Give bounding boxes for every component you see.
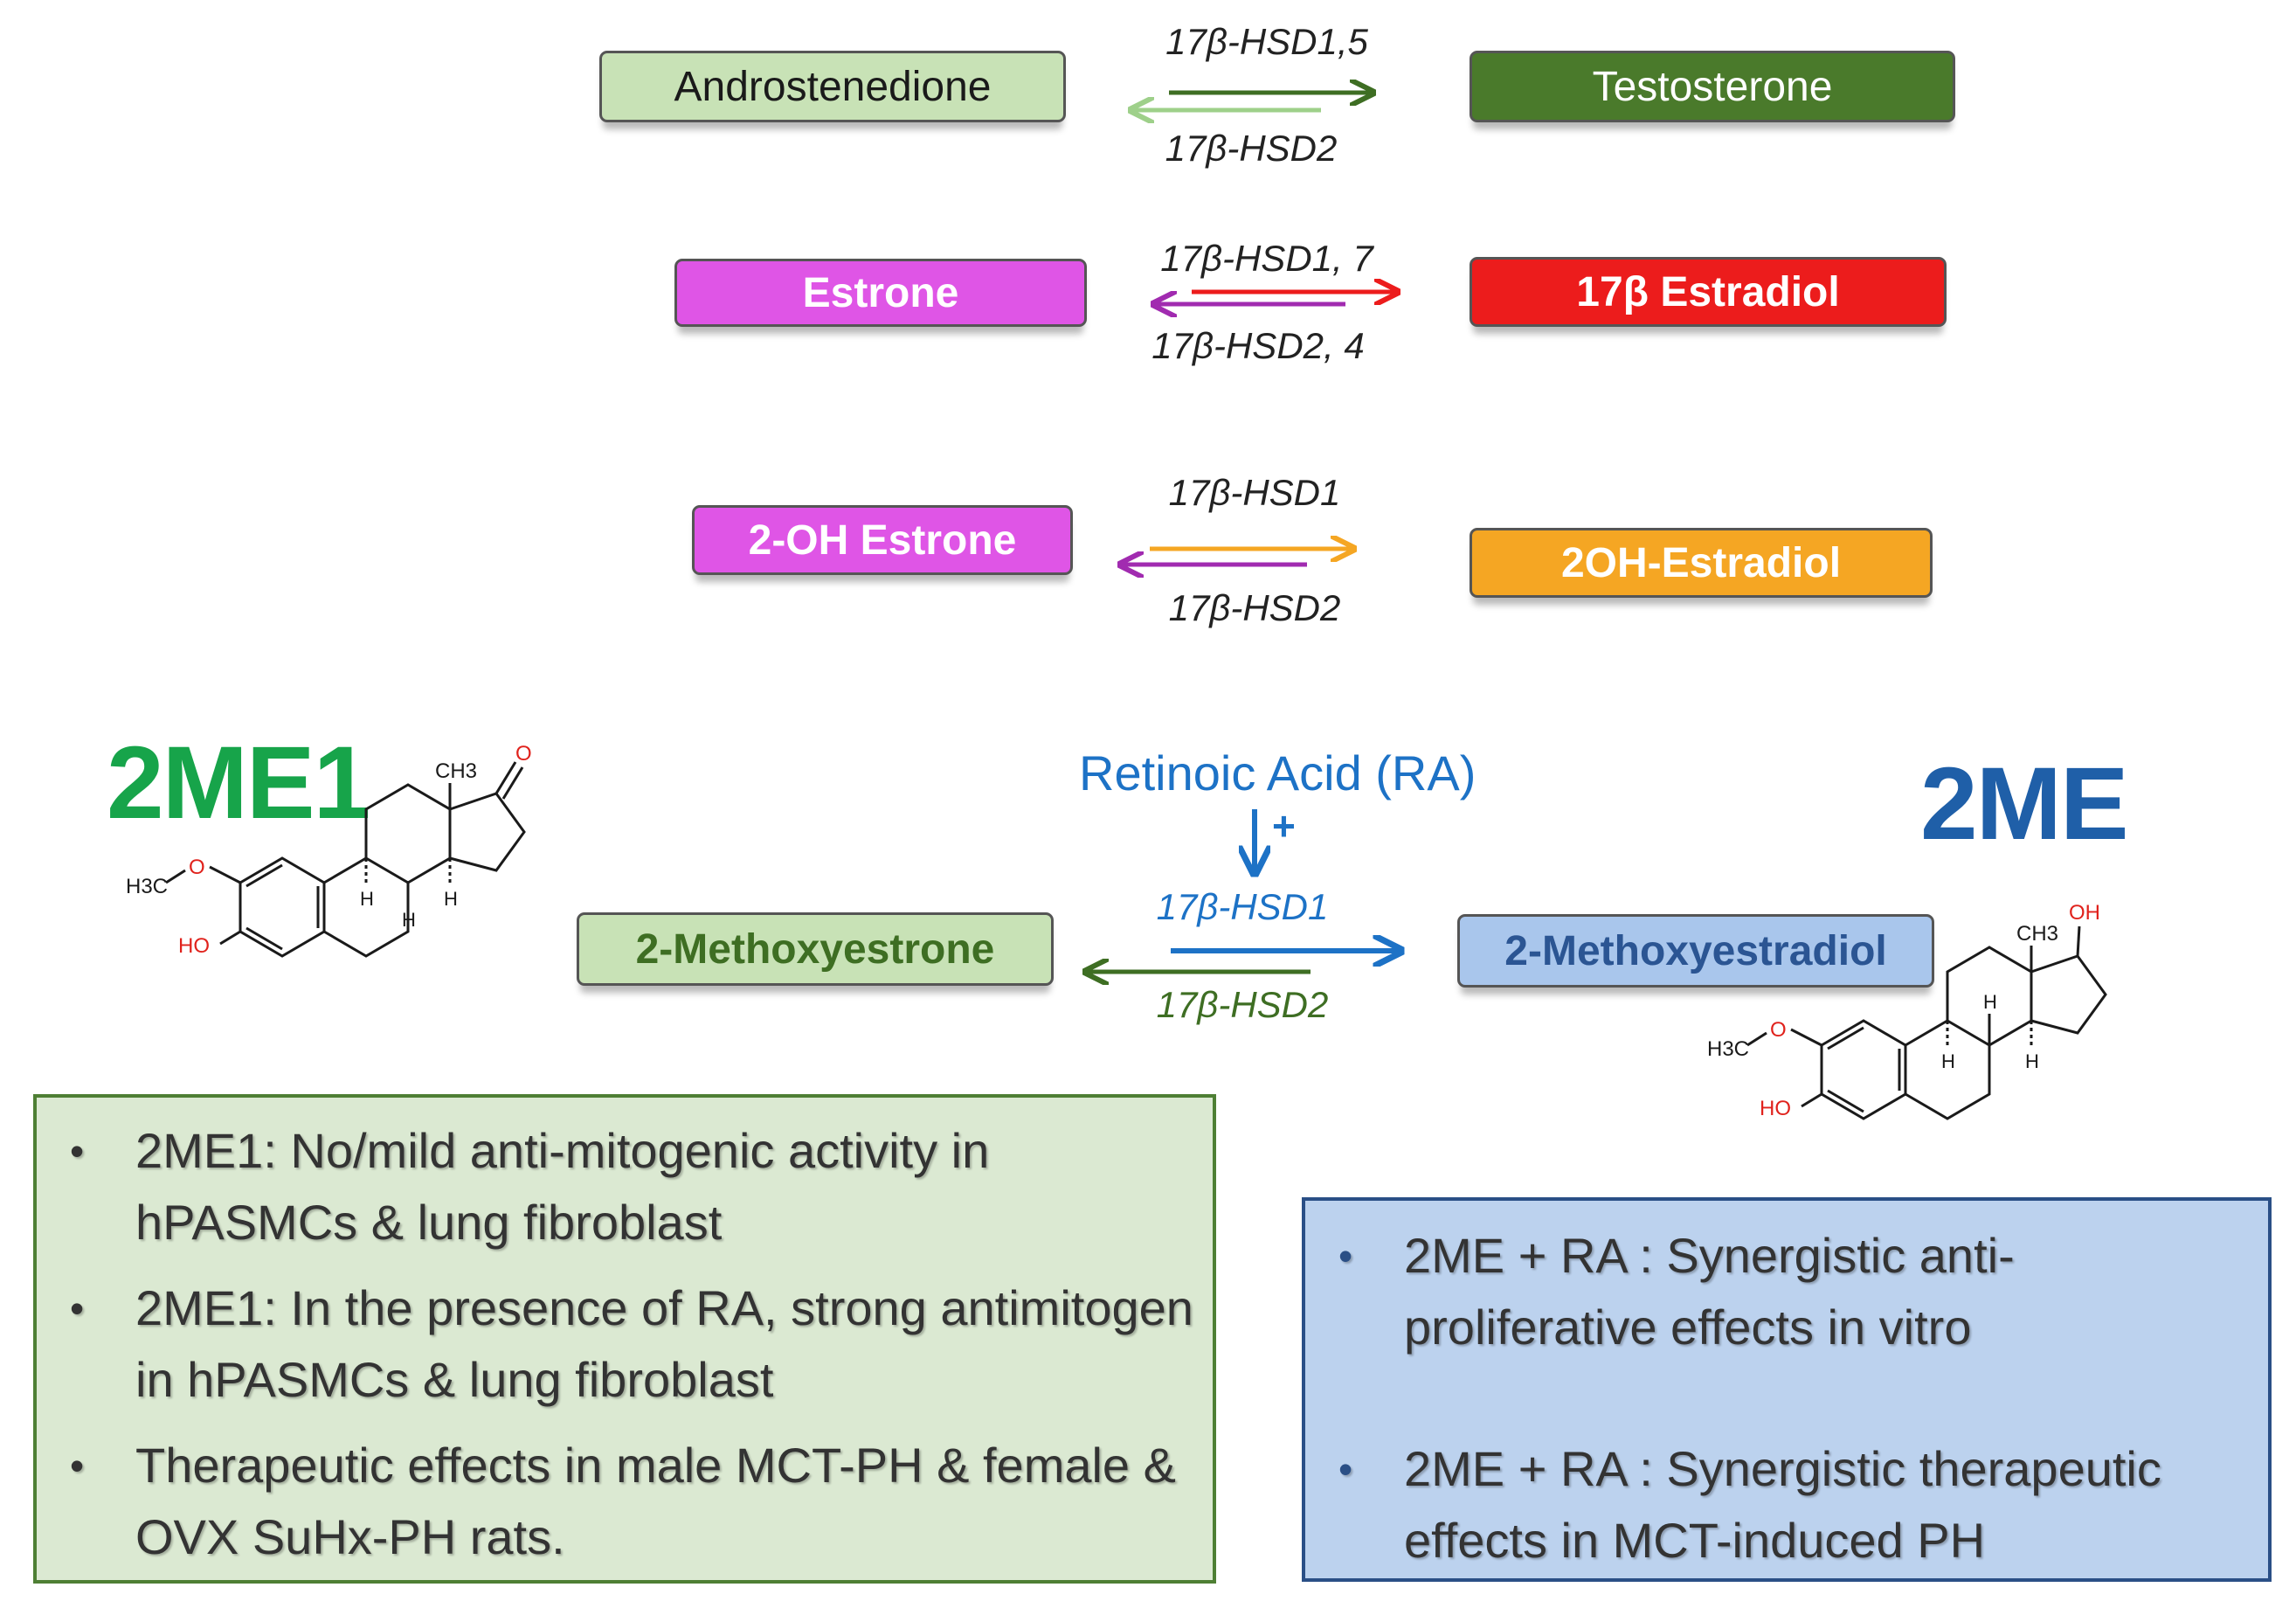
- list-item: • Therapeutic effects in male MCT-PH & f…: [37, 1430, 1195, 1573]
- product-box-estradiol: 17β Estradiol: [1470, 257, 1947, 327]
- atom-h: H: [402, 909, 416, 931]
- product-label: 2-Methoxyestradiol: [1504, 927, 1887, 974]
- bullet-glyph: •: [1338, 1233, 1353, 1279]
- finding-text: 2ME1: In the presence of RA, strong anti…: [135, 1280, 1193, 1407]
- atom-hydroxy: HO: [178, 934, 210, 958]
- forward-enzyme-label: 17β-HSD1,5: [1165, 21, 1368, 62]
- substrate-label: 2-OH Estrone: [748, 516, 1017, 564]
- compound-title-2me: 2ME: [1920, 746, 2129, 862]
- product-box-2-methoxyestradiol: 2-Methoxyestradiol: [1457, 914, 1934, 988]
- atom-methyl: CH3: [435, 759, 477, 783]
- bullet-glyph: •: [1338, 1446, 1353, 1492]
- findings-panel-2me1: • 2ME1: No/mild anti-mitogenic activity …: [33, 1094, 1216, 1584]
- atom-h: H: [1983, 991, 1997, 1013]
- atom-methyl: CH3: [2016, 922, 2058, 946]
- finding-text: Therapeutic effects in male MCT-PH & fem…: [135, 1438, 1176, 1564]
- findings-list: • 2ME + RA : Synergistic anti-proliferat…: [1305, 1220, 2251, 1577]
- reverse-enzyme-label: 17β-HSD2: [1165, 128, 1338, 169]
- list-item: • 2ME + RA : Synergistic anti-proliferat…: [1305, 1220, 2251, 1363]
- substrate-box-androstenedione: Androstenedione: [599, 51, 1066, 122]
- bullet-glyph: •: [70, 1286, 85, 1331]
- retinoic-acid-label: Retinoic Acid (RA): [1079, 745, 1476, 801]
- atom-methoxy-o: O: [189, 856, 205, 879]
- forward-enzyme-label: 17β-HSD1, 7: [1160, 238, 1373, 279]
- atom-methoxy-c: H3C: [1707, 1037, 1749, 1061]
- substrate-box-estrone: Estrone: [674, 259, 1087, 327]
- molecule-2-methoxyestrone: CH3 O O H3C HO H H H: [126, 742, 532, 958]
- atom-h: H: [2025, 1050, 2039, 1072]
- atom-h: H: [1941, 1050, 1955, 1072]
- regulator-plus-sign: +: [1272, 803, 1296, 849]
- reverse-enzyme-label: 17β-HSD2: [1156, 984, 1329, 1025]
- product-label: Testosterone: [1592, 63, 1833, 110]
- findings-list: • 2ME1: No/mild anti-mitogenic activity …: [37, 1115, 1195, 1573]
- molecule-2-methoxyestradiol: CH3 OH O H3C HO H H H: [1707, 901, 2107, 1120]
- forward-enzyme-label: 17β-HSD1: [1156, 886, 1329, 927]
- forward-enzyme-label: 17β-HSD1: [1168, 472, 1341, 513]
- reverse-enzyme-label: 17β-HSD2: [1168, 587, 1341, 628]
- reverse-enzyme-label: 17β-HSD2, 4: [1151, 325, 1365, 366]
- bullet-glyph: •: [70, 1128, 85, 1174]
- atom-methoxy-c: H3C: [126, 875, 168, 898]
- findings-panel-2me: • 2ME + RA : Synergistic anti-proliferat…: [1302, 1197, 2272, 1582]
- substrate-label: Estrone: [802, 269, 959, 316]
- atom-methoxy-o: O: [1770, 1018, 1787, 1042]
- product-label: 2OH-Estradiol: [1560, 539, 1842, 586]
- product-box-2oh-estradiol: 2OH-Estradiol: [1470, 528, 1933, 598]
- product-box-testosterone: Testosterone: [1470, 51, 1955, 122]
- substrate-box-2-methoxyestrone: 2-Methoxyestrone: [577, 912, 1054, 986]
- finding-text: 2ME + RA : Synergistic anti-proliferativ…: [1404, 1228, 2015, 1355]
- substrate-label: 2-Methoxyestrone: [635, 925, 995, 973]
- list-item: • 2ME1: No/mild anti-mitogenic activity …: [37, 1115, 1195, 1258]
- finding-text: 2ME + RA : Synergistic therapeutic effec…: [1404, 1441, 2161, 1568]
- atom-hydroxy: HO: [1760, 1097, 1791, 1120]
- finding-text: 2ME1: No/mild anti-mitogenic activity in…: [135, 1123, 990, 1250]
- atom-hydroxy-top: OH: [2069, 901, 2100, 925]
- substrate-box-2oh-estrone: 2-OH Estrone: [692, 505, 1073, 575]
- compound-title-2me1: 2ME1: [107, 725, 370, 841]
- atom-oxo: O: [515, 742, 532, 766]
- bullet-glyph: •: [70, 1443, 85, 1488]
- substrate-label: Androstenedione: [674, 63, 992, 110]
- atom-h: H: [360, 888, 374, 910]
- list-item: • 2ME1: In the presence of RA, strong an…: [37, 1272, 1195, 1416]
- atom-h: H: [444, 888, 458, 910]
- list-item: • 2ME + RA : Synergistic therapeutic eff…: [1305, 1433, 2251, 1577]
- product-label: 17β Estradiol: [1576, 268, 1840, 315]
